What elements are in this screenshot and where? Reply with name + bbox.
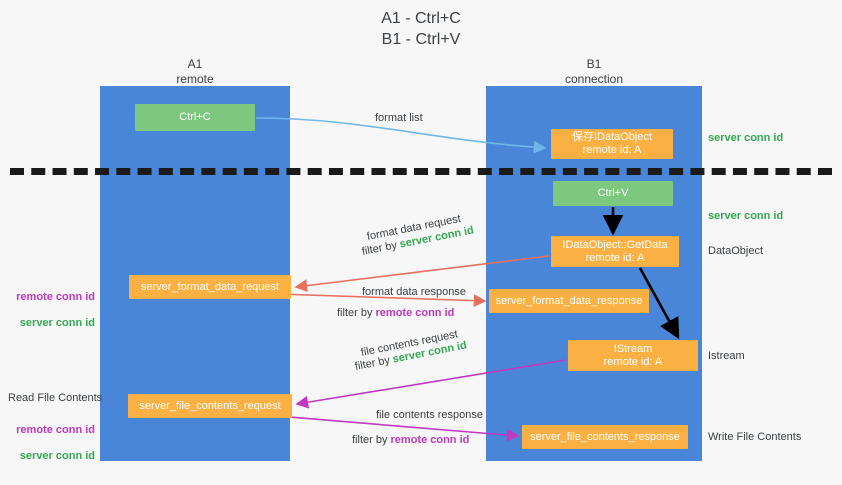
annotation-conn-ids-top: remote conn id server conn id: [10, 278, 95, 343]
box-istream[interactable]: IStream remote id: A: [568, 340, 698, 371]
annotation-server-conn-id-top: server conn id: [708, 132, 784, 144]
box-server-format-data-request-label: server_format_data_request: [140, 280, 280, 293]
box-ctrl-v[interactable]: Ctrl+V: [553, 181, 673, 206]
dashed-separator: [10, 168, 832, 175]
box-server-format-data-response[interactable]: server_format_data_response: [489, 289, 649, 313]
box-server-file-contents-response[interactable]: server_file_contents_response: [522, 425, 688, 449]
annotation-istream: Istream: [708, 350, 745, 362]
label-file-contents-response: file contents response: [376, 409, 484, 421]
box-idataobject[interactable]: 保存IDataObject remote id: A: [551, 129, 673, 159]
page-title: A1 - Ctrl+C B1 - Ctrl+V: [381, 10, 461, 48]
box-server-file-contents-request-label: server_file_contents_request: [139, 399, 281, 412]
filter-value-remote-conn-id-1: remote conn id: [375, 307, 455, 319]
box-getdata-line1: IDataObject::GetData: [562, 238, 668, 251]
box-server-format-data-response-label: server_format_data_response: [495, 294, 643, 307]
filter-prefix-4: filter by: [352, 434, 391, 446]
label-format-data-response: format data response: [362, 286, 466, 298]
box-idataobject-line2: remote id: A: [582, 144, 642, 156]
column-header-b1: B1 connection: [564, 57, 624, 86]
annotation-server-conn-id-2: server conn id: [19, 450, 95, 462]
label-format-data-response-filter: filter by remote conn id: [337, 306, 454, 320]
annotation-write-file-contents: Write File Contents: [708, 431, 802, 443]
annotation-remote-conn-id-2: remote conn id: [16, 424, 95, 436]
filter-prefix-3: filter by: [353, 353, 394, 373]
box-istream-line2: remote id: A: [603, 355, 663, 368]
box-ctrl-c[interactable]: Ctrl+C: [135, 104, 255, 131]
annotation-remote-conn-id-1: remote conn id: [16, 291, 95, 303]
filter-prefix-2: filter by: [337, 307, 376, 319]
box-idataobject-line1: 保存IDataObject: [571, 131, 653, 143]
annotation-conn-ids-bottom: remote conn id server conn id: [10, 411, 95, 476]
annotation-dataobject: DataObject: [708, 245, 764, 257]
annotation-read-file-contents: Read File Contents: [8, 392, 103, 404]
box-server-file-contents-request[interactable]: server_file_contents_request: [128, 394, 292, 418]
column-header-a1: A1 remote: [176, 57, 214, 86]
label-format-list: format list: [375, 112, 423, 124]
box-ctrl-c-line1: Ctrl+C: [179, 111, 211, 123]
box-ctrl-v-line1: Ctrl+V: [597, 187, 629, 199]
label-file-contents-response-filter: filter by remote conn id: [352, 433, 469, 447]
annotation-server-conn-id-mid: server conn id: [708, 210, 784, 222]
filter-prefix-1: filter by: [360, 238, 401, 258]
box-server-file-contents-response-label: server_file_contents_response: [530, 430, 680, 443]
box-idataobject-getdata[interactable]: IDataObject::GetData remote id: A: [551, 236, 679, 267]
box-istream-line1: IStream: [613, 342, 653, 355]
box-server-format-data-request[interactable]: server_format_data_request: [129, 275, 291, 299]
box-getdata-line2: remote id: A: [585, 251, 645, 264]
annotation-server-conn-id-1: server conn id: [19, 317, 95, 329]
filter-value-remote-conn-id-2: remote conn id: [390, 434, 470, 446]
